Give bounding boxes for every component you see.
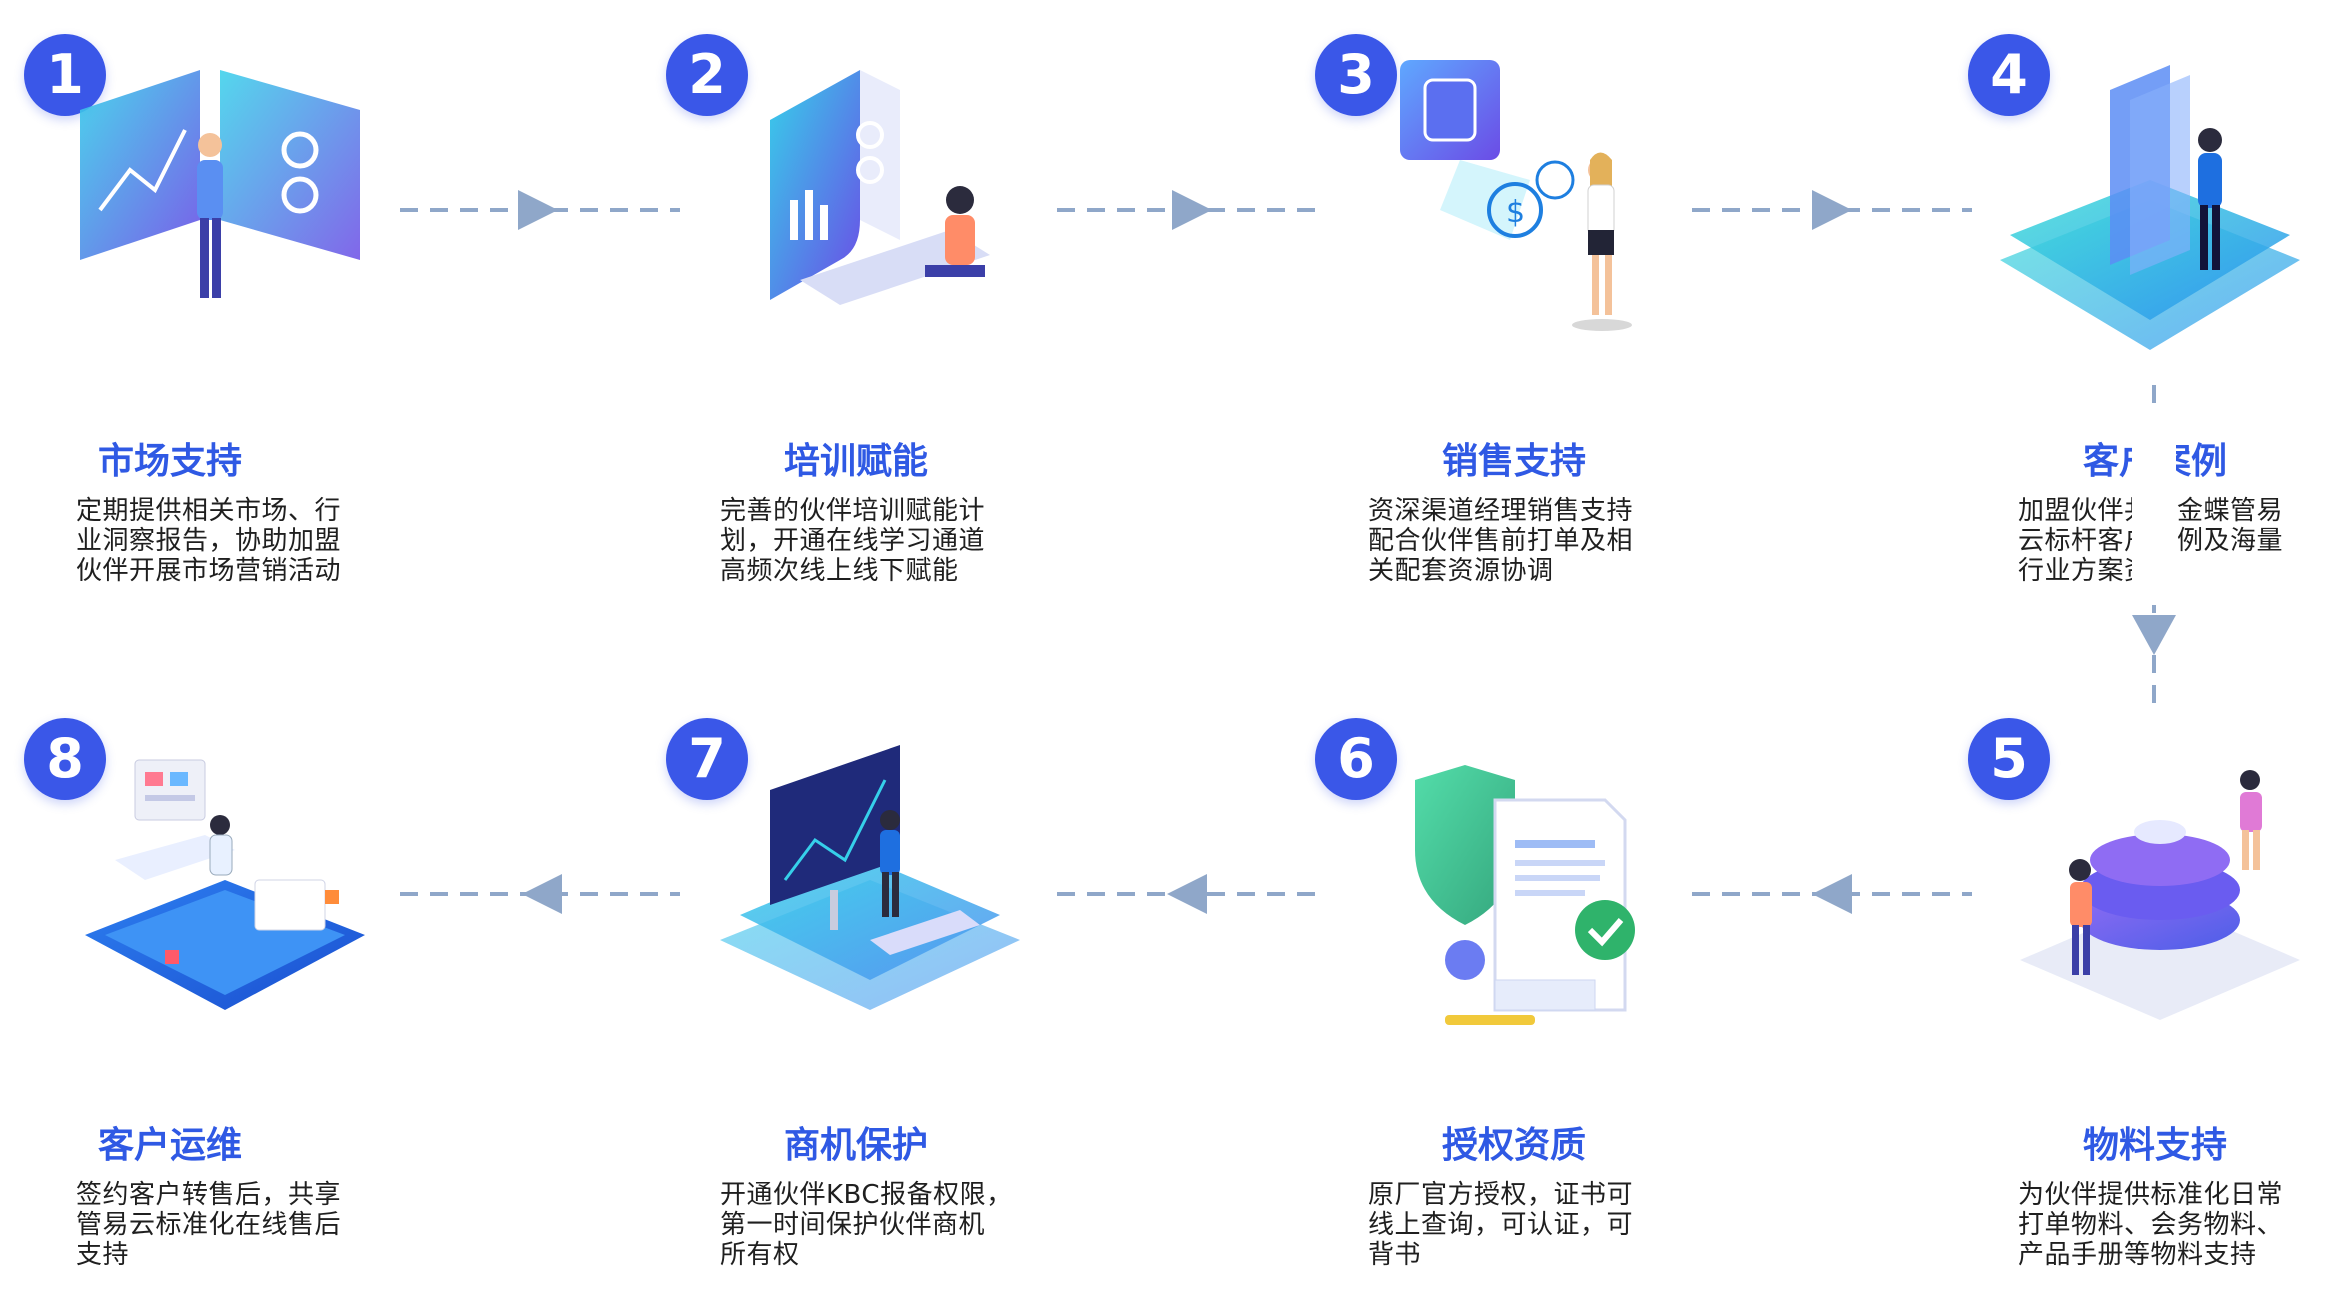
- step-description: 开通伙伴KBC报备权限， 第一时间保护伙伴商机 所有权: [720, 1180, 1013, 1270]
- step-title: 物料支持: [2082, 1125, 2227, 1166]
- step-title: 授权资质: [1441, 1125, 1586, 1166]
- certificate-illustration: [1415, 765, 1635, 1025]
- opportunity-protection-illustration: [720, 745, 1020, 1010]
- arrow-right-1-2: [400, 190, 680, 230]
- step-number-badge: 4: [1968, 34, 2050, 116]
- step-number-badge: 3: [1315, 34, 1397, 116]
- step-description: 完善的伙伴培训赋能计 划，开通在线学习通道 高频次线上线下赋能: [720, 496, 986, 586]
- step-number-badge: 1: [24, 34, 106, 116]
- step-description: 资深渠道经理销售支持 配合伙伴售前打单及相 关配套资源协调: [1368, 496, 1634, 586]
- arrow-right-2-3: [1057, 190, 1317, 230]
- material-support-illustration: [2020, 770, 2300, 1020]
- market-analysis-illustration: [80, 70, 360, 298]
- sales-support-illustration: $: [1400, 60, 1632, 331]
- step-title: 客户运维: [97, 1125, 242, 1166]
- step-description: 定期提供相关市场、行 业洞察报告，协助加盟 伙伴开展市场营销活动: [76, 496, 342, 586]
- online-training-illustration: [770, 70, 990, 305]
- arrow-down-4-5: [2132, 385, 2176, 705]
- step-title: 市场支持: [97, 441, 242, 482]
- step-description: 为伙伴提供标准化日常 打单物料、会务物料、 产品手册等物料支持: [2018, 1180, 2284, 1270]
- customer-case-illustration: [2000, 65, 2300, 350]
- arrow-left-5-6: [1692, 874, 1972, 914]
- step-title: 培训赋能: [783, 441, 928, 482]
- step-number-badge: 2: [666, 34, 748, 116]
- step-number-badge: 5: [1968, 718, 2050, 800]
- step-description: 原厂官方授权，证书可 线上查询，可认证，可 背书: [1368, 1180, 1634, 1270]
- customer-service-illustration: [85, 759, 365, 1010]
- step-number-badge: 8: [24, 718, 106, 800]
- step-description: 签约客户转售后，共享 管易云标准化在线售后 支持: [76, 1180, 342, 1270]
- arrow-left-7-8: [400, 874, 680, 914]
- arrow-left-6-7: [1057, 874, 1317, 914]
- step-number-badge: 6: [1315, 718, 1397, 800]
- arrow-right-3-4: [1692, 190, 1972, 230]
- step-number-badge: 7: [666, 718, 748, 800]
- step-title: 销售支持: [1441, 441, 1586, 482]
- svg-text:$: $: [1506, 195, 1525, 230]
- step-title: 商机保护: [783, 1125, 928, 1166]
